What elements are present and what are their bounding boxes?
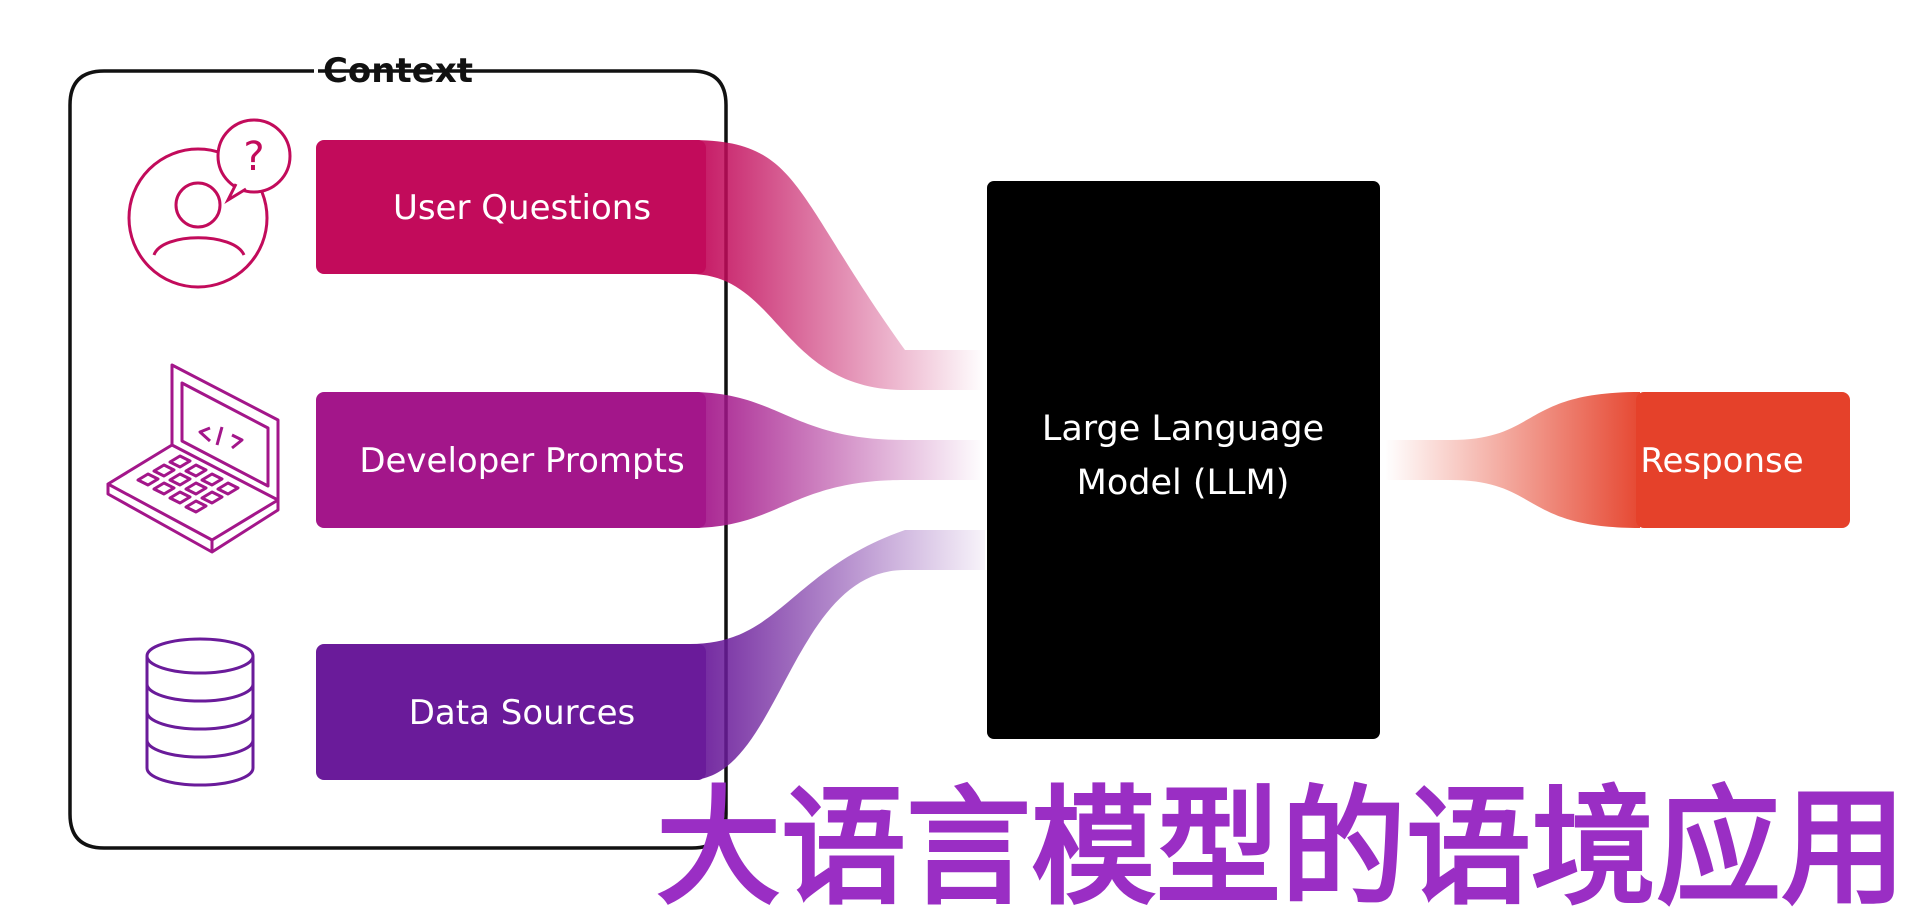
- user-question-icon: ?: [127, 118, 292, 289]
- llm-label-line2: Model (LLM): [1077, 463, 1290, 503]
- flow-data-sources: [690, 530, 985, 780]
- user-questions-label: User Questions: [393, 188, 651, 228]
- data-sources-box: [316, 644, 706, 780]
- user-questions-box: [316, 140, 706, 274]
- input-developer-prompts: Developer Prompts: [316, 392, 706, 528]
- flow-developer-prompts: [690, 392, 985, 528]
- context-frame: [68, 69, 728, 850]
- data-sources-label: Data Sources: [409, 693, 635, 733]
- input-data-sources: Data Sources: [316, 644, 706, 780]
- flow-user-questions: [690, 140, 985, 390]
- laptop-code-icon: [106, 363, 280, 554]
- database-icon: [145, 637, 255, 787]
- context-container: Context: [68, 51, 728, 850]
- llm-block: Large Language Model (LLM): [987, 181, 1380, 739]
- response-box: [1636, 392, 1850, 528]
- output-response: Response: [1636, 392, 1850, 528]
- response-label: Response: [1640, 441, 1803, 481]
- flow-response: [1385, 392, 1640, 528]
- svg-text:?: ?: [243, 134, 264, 180]
- input-user-questions: User Questions: [316, 140, 706, 274]
- context-title: Context: [323, 51, 473, 91]
- caption-title: 大语言模型的语境应用: [656, 774, 1906, 920]
- llm-box: [987, 181, 1380, 739]
- llm-label-line1: Large Language: [1042, 409, 1324, 449]
- developer-prompts-box: [316, 392, 706, 528]
- developer-prompts-label: Developer Prompts: [359, 441, 684, 481]
